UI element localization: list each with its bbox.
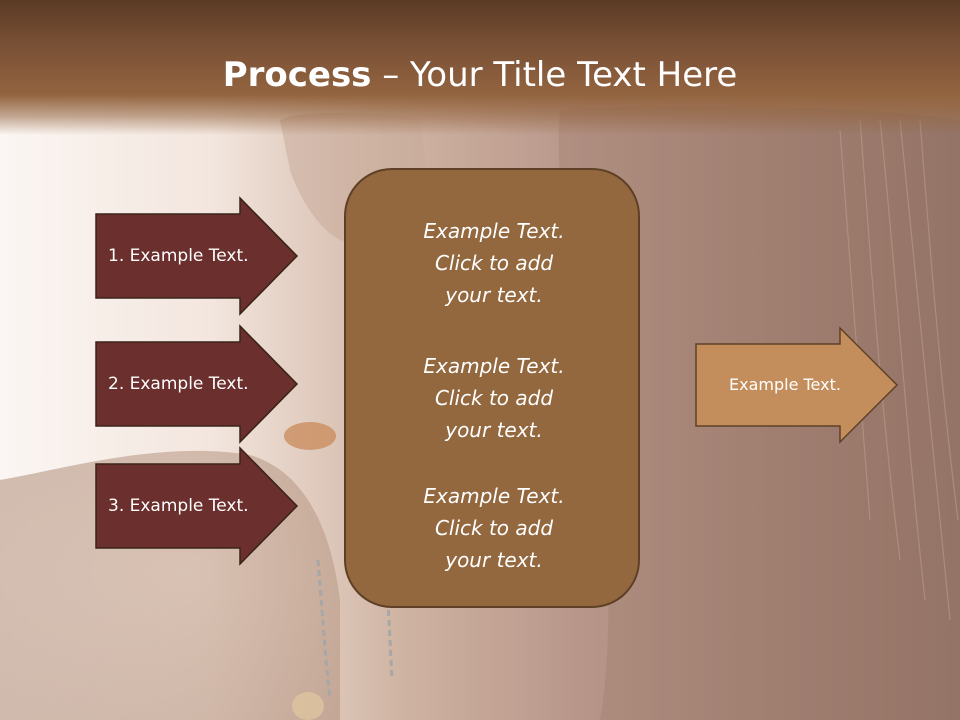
- arrow-2-label: 2. Example Text.: [108, 374, 249, 394]
- necklace-pendant: [292, 692, 324, 720]
- title-bar: [0, 0, 960, 135]
- necklace-chain-2: [386, 599, 394, 681]
- text-block-3-line-2: Click to add: [434, 516, 554, 540]
- text-block-2-line-3: your text.: [445, 418, 543, 442]
- hair-strands: [839, 119, 959, 621]
- arrow-3-shape[interactable]: [95, 446, 299, 566]
- arrow-3-label: 3. Example Text.: [108, 496, 249, 516]
- arrow-1-label: 1. Example Text.: [108, 246, 249, 266]
- text-block-1: Example Text. Click to add your text.: [346, 215, 642, 311]
- right-arrow-shape[interactable]: [695, 326, 899, 444]
- text-block-3: Example Text. Click to add your text.: [346, 480, 642, 576]
- center-text-box[interactable]: Example Text. Click to add your text. Ex…: [344, 168, 640, 608]
- text-block-2-line-2: Click to add: [434, 386, 554, 410]
- arrow-2-shape[interactable]: [95, 324, 299, 444]
- text-block-3-line-3: your text.: [445, 548, 543, 572]
- right-arrow-label: Example Text.: [729, 375, 841, 394]
- text-block-1-line-1: Example Text.: [423, 219, 565, 243]
- text-block-2-line-1: Example Text.: [423, 354, 565, 378]
- slide-title: Process – Your Title Text Here: [0, 52, 960, 98]
- necklace-chain-1: [316, 559, 332, 701]
- title-bold-part: Process: [222, 55, 372, 95]
- text-block-3-line-1: Example Text.: [423, 484, 565, 508]
- text-block-1-line-2: Click to add: [434, 251, 554, 275]
- text-block-1-line-3: your text.: [445, 283, 543, 307]
- text-block-2: Example Text. Click to add your text.: [346, 350, 642, 446]
- title-rest-part: – Your Title Text Here: [371, 55, 738, 95]
- necklace-bead: [284, 422, 336, 450]
- arrow-1-shape[interactable]: [95, 196, 299, 316]
